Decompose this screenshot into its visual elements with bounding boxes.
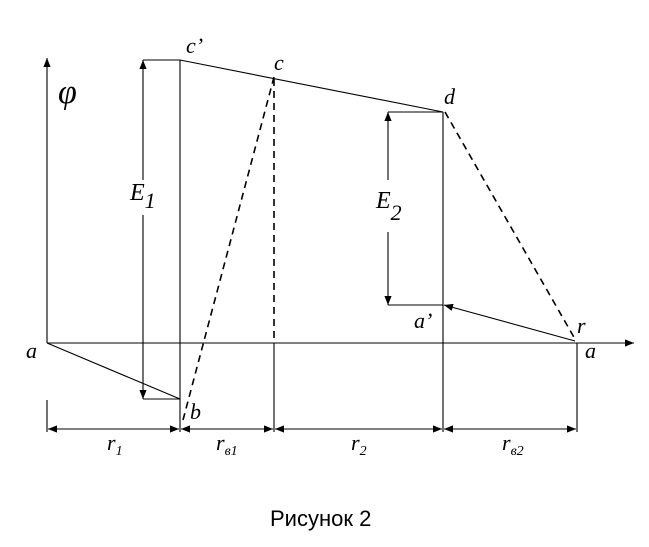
point-d-label: d	[444, 84, 456, 109]
point-a-right-label: a	[585, 338, 596, 363]
segment-a-b	[46, 342, 181, 400]
axis-phi-label: φ	[58, 74, 77, 111]
segment-r1-label: r1	[107, 430, 123, 459]
dashed-d-r	[444, 111, 576, 340]
point-b-label: b	[190, 399, 201, 424]
dashed-b-c	[182, 76, 275, 421]
segment-r2-label: r2	[351, 430, 367, 459]
point-r-label: r	[577, 313, 586, 338]
point-c-label: c	[274, 50, 284, 75]
point-a-prime-label: a’	[414, 308, 432, 333]
point-c-prime-label: c’	[186, 33, 203, 58]
figure-caption: Рисунок 2	[270, 506, 371, 531]
emf-e1-label: E1	[129, 180, 156, 213]
arrow-r-to-a-prime	[443, 303, 576, 342]
emf-e2-label: E2	[375, 188, 402, 225]
point-a-left-label: a	[26, 338, 37, 363]
segment-c-prime-d	[179, 59, 444, 113]
segment-rv2-label: rв2	[502, 430, 524, 459]
segment-rv1-label: rв1	[216, 430, 238, 459]
